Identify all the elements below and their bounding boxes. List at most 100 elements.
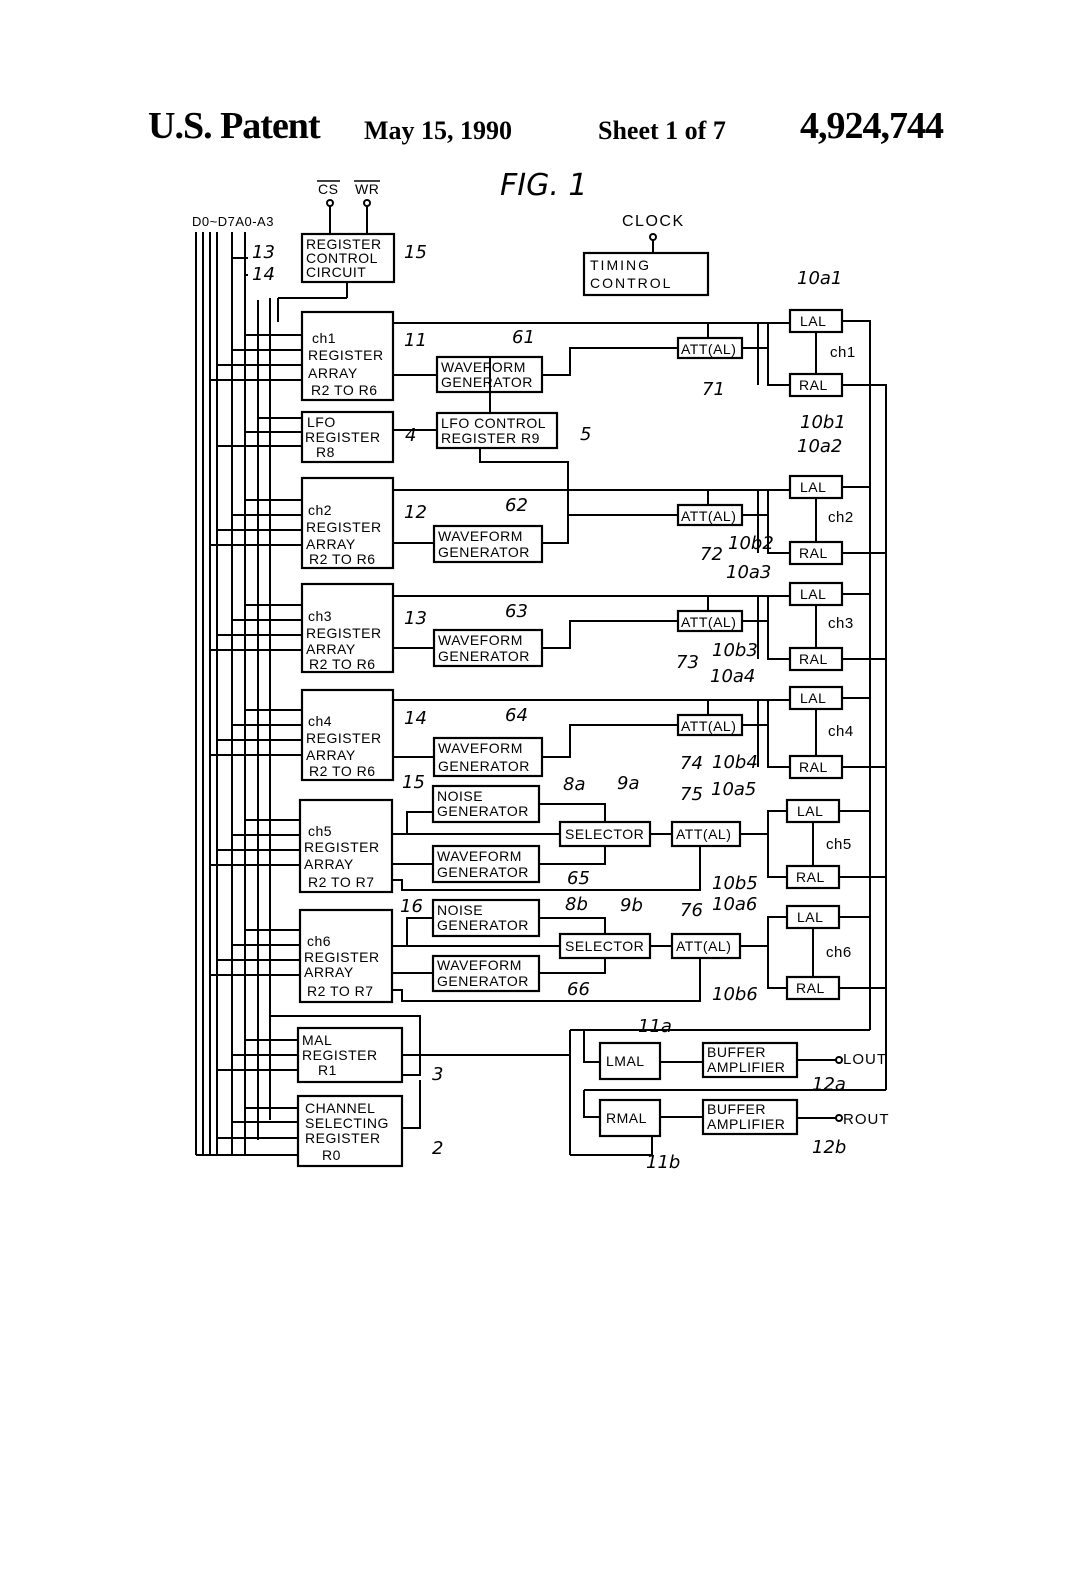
patent-number: 4,924,744 xyxy=(800,105,944,147)
ch5-wave-line2: GENERATOR xyxy=(437,864,529,880)
clock-label: CLOCK xyxy=(622,213,685,230)
ch3-reg-line3: ARRAY xyxy=(306,641,356,657)
patent-label: U.S. Patent xyxy=(148,105,321,147)
ch2-register-array xyxy=(300,476,395,570)
ch6-register-array xyxy=(298,908,394,1004)
ch5-output-label: ch5 xyxy=(826,836,852,853)
ch1-att-label: ATT(AL) xyxy=(681,341,736,357)
ch5-ral-label: RAL xyxy=(796,869,825,885)
ch6-waveform-generator xyxy=(431,954,541,993)
ch3-att-label: ATT(AL) xyxy=(681,614,736,630)
channel-select-line2: SELECTING xyxy=(305,1115,389,1131)
ch4-reg-line2: REGISTER xyxy=(306,730,382,746)
ch5-lal-label: LAL xyxy=(797,803,823,819)
input-wires xyxy=(277,199,657,322)
ref-ch3-reg: 13 xyxy=(404,608,427,629)
ch5-noise-generator xyxy=(431,784,541,824)
ch6-att-label: ATT(AL) xyxy=(676,938,731,954)
ref-buffer-right: 12b xyxy=(812,1137,846,1158)
ch4-wave-line2: GENERATOR xyxy=(438,758,530,774)
rout-label: ROUT xyxy=(843,1111,890,1128)
ch2-waveform-generator xyxy=(432,524,544,564)
ch2-reg-line3: ARRAY xyxy=(306,536,356,552)
ref-ral-3: 10b3 xyxy=(712,640,758,661)
ref-lal-3: 10a3 xyxy=(726,562,771,583)
ch6-reg-line2: REGISTER xyxy=(304,949,380,965)
ch6-wave-line1: WAVEFORM xyxy=(437,957,522,973)
channel-select-line1: CHANNEL xyxy=(305,1100,375,1116)
ch5-noise-line2: GENERATOR xyxy=(437,803,529,819)
ref-ch6-att: 76 xyxy=(680,900,703,921)
ch2-reg-line4: R2 TO R6 xyxy=(309,551,376,567)
ch6-reg-line3: ARRAY xyxy=(304,964,354,980)
ref-ral-4: 10b4 xyxy=(712,752,758,773)
ch1-output-label: ch1 xyxy=(830,344,856,361)
lmal-label: LMAL xyxy=(606,1053,645,1069)
ch6-wave-line2: GENERATOR xyxy=(437,973,529,989)
ch4-wave-line1: WAVEFORM xyxy=(438,740,523,756)
ch5-reg-line1: ch5 xyxy=(308,823,332,839)
ch3-output-label: ch3 xyxy=(828,615,854,632)
ch5-reg-line4: R2 TO R7 xyxy=(308,874,375,890)
ch2-ral-label: RAL xyxy=(799,545,828,561)
ch2-wave-line2: GENERATOR xyxy=(438,544,530,560)
lfo-control-line1: LFO CONTROL xyxy=(441,415,546,431)
channel-selecting-register xyxy=(296,1094,404,1168)
ch1-ral-label: RAL xyxy=(799,377,828,393)
ch3-lal-label: LAL xyxy=(800,586,826,602)
timing-control-line1: TIMING xyxy=(590,257,651,273)
ch6-reg-line4: R2 TO R7 xyxy=(307,983,374,999)
ch4-reg-line4: R2 TO R6 xyxy=(309,763,376,779)
ch5-reg-line2: REGISTER xyxy=(304,839,380,855)
ref-lal-5: 10a5 xyxy=(711,779,756,800)
ch3-reg-line4: R2 TO R6 xyxy=(309,656,376,672)
channel-select-line4: R0 xyxy=(322,1147,341,1163)
mal-register-line3: R1 xyxy=(318,1062,337,1078)
ref-ch5-wave: 65 xyxy=(567,868,590,889)
ch3-wave-line1: WAVEFORM xyxy=(438,632,523,648)
ref-ch4-wave: 64 xyxy=(505,705,528,726)
ref-ch2-att: 72 xyxy=(700,544,723,565)
ch5-waveform-generator xyxy=(431,844,541,884)
ref-ch1-reg: 11 xyxy=(404,330,427,351)
lfo-register xyxy=(300,410,395,464)
bus-label: D0~D7A0-A3 xyxy=(192,214,274,229)
mal-register-line2: REGISTER xyxy=(302,1047,378,1063)
lfo-control-line2: REGISTER R9 xyxy=(441,430,540,446)
ref-ch3-att: 73 xyxy=(676,652,699,673)
ch6-reg-line1: ch6 xyxy=(307,933,331,949)
ref-mal-register: 3 xyxy=(432,1064,443,1085)
ref-register-control: 15 xyxy=(404,242,427,263)
ch2-output-label: ch2 xyxy=(828,509,854,526)
ref-channel-select: 2 xyxy=(432,1138,443,1159)
ch5-reg-line3: ARRAY xyxy=(304,856,354,872)
rmal-block xyxy=(598,1098,662,1138)
buffer-right-line1: BUFFER xyxy=(707,1101,766,1117)
ref-ch4-att: 74 xyxy=(680,753,703,774)
ref-ch4-reg: 14 xyxy=(404,708,427,729)
ch4-lal-label: LAL xyxy=(800,690,826,706)
ref-lmal: 11a xyxy=(638,1016,672,1037)
lfo-register-line3: R8 xyxy=(316,444,335,460)
lfo-register-line2: REGISTER xyxy=(305,429,381,445)
ref-lal-6: 10a6 xyxy=(712,894,757,915)
ch4-reg-line1: ch4 xyxy=(308,713,332,729)
ref-ral-5: 10b5 xyxy=(712,873,758,894)
ref-ch5-reg: 15 xyxy=(402,772,425,793)
ch3-reg-line1: ch3 xyxy=(308,608,332,624)
buffer-left-line1: BUFFER xyxy=(707,1044,766,1060)
ref-ch1-wave: 61 xyxy=(512,327,535,348)
ref-bus-14: 14 xyxy=(252,264,275,285)
ch5-selector xyxy=(558,820,652,848)
ch3-ral-label: RAL xyxy=(799,651,828,667)
buffer-amplifier-left xyxy=(701,1041,799,1079)
ref-rmal: 11b xyxy=(646,1152,680,1173)
ref-buffer-left: 12a xyxy=(812,1074,846,1095)
timing-control-line2: CONTROL xyxy=(590,275,672,291)
ref-ch5-noise: 8a xyxy=(563,774,585,795)
lout-label: LOUT xyxy=(843,1051,887,1068)
register-control-circuit xyxy=(300,232,396,284)
ch3-reg-line2: REGISTER xyxy=(306,625,382,641)
ref-lfo-control: 5 xyxy=(580,424,591,445)
ref-ch6-noise: 8b xyxy=(565,894,588,915)
